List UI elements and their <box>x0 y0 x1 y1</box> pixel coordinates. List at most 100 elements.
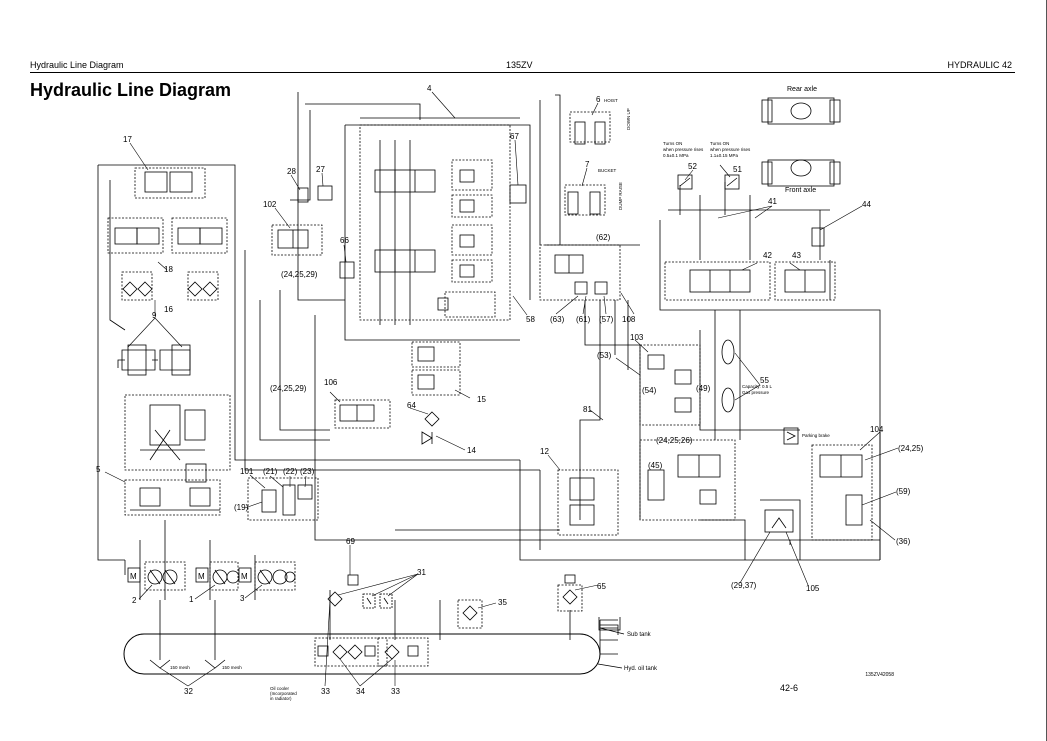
callout-33-a: 33 <box>321 687 330 696</box>
callout-32: 32 <box>184 687 193 696</box>
figure-reference: 135ZV42058 <box>865 672 894 678</box>
valves-102-106 <box>271 224 391 429</box>
callout-62: (62) <box>596 233 611 242</box>
callout-22: (22) <box>283 467 298 476</box>
pilot-unit-105 <box>764 509 794 533</box>
callout-12: 12 <box>540 447 549 456</box>
down-up-label: DOWN UP <box>626 108 631 130</box>
callout-24-25-29-a: (24,25,29) <box>281 270 318 279</box>
callout-14: 14 <box>467 446 476 455</box>
check-valves <box>421 411 440 445</box>
callout-24-25-29-b: (24,25,29) <box>270 384 307 393</box>
valve-15 <box>411 341 461 396</box>
accumulator-gas: Gas pressure <box>742 390 770 395</box>
callout-28: 28 <box>287 167 296 176</box>
callout-52: 52 <box>688 162 697 171</box>
callout-41: 41 <box>768 197 777 206</box>
callout-53: (53) <box>597 351 612 360</box>
callout-42: 42 <box>763 251 772 260</box>
pump-group <box>127 561 296 591</box>
hyd-oil-tank-label: Hyd. oil tank <box>624 666 658 672</box>
valve-group-101 <box>247 477 319 521</box>
page-title: Hydraulic Line Diagram <box>30 80 232 100</box>
pressure-switches <box>677 174 740 190</box>
callout-101: 101 <box>240 467 254 476</box>
callout-54: (54) <box>642 386 657 395</box>
mesh-left-label: 150 mesh <box>170 665 190 670</box>
callout-15: 15 <box>477 395 486 404</box>
block-12 <box>557 469 619 536</box>
main-control-valve <box>359 124 511 321</box>
callout-3: 3 <box>240 594 245 603</box>
solenoid-block-62 <box>539 244 621 301</box>
turns-on-label-2: Turns ON <box>710 141 729 146</box>
callout-31: 31 <box>417 568 426 577</box>
callout-63: (63) <box>550 315 565 324</box>
callout-6: 6 <box>596 95 601 104</box>
motor-label-1: M <box>130 572 137 581</box>
hoist-bucket-cylinders <box>564 111 611 216</box>
callout-57: (57) <box>599 315 614 324</box>
when-pressure-label-1: when pressure rises <box>663 147 704 152</box>
callout-102: 102 <box>263 200 277 209</box>
callout-49: (49) <box>696 384 711 393</box>
valves-42-43 <box>664 227 836 301</box>
callout-23: (23) <box>300 467 315 476</box>
callout-81: 81 <box>583 405 592 414</box>
front-axle-label: Front axle <box>785 187 816 194</box>
hyd-oil-tank <box>123 633 618 675</box>
callout-19: (19) <box>234 503 249 512</box>
callout-43: 43 <box>792 251 801 260</box>
callout-58: 58 <box>526 315 535 324</box>
callout-106: 106 <box>324 378 338 387</box>
callout-67: 67 <box>510 132 519 141</box>
callout-4: 4 <box>427 84 432 93</box>
callout-16: 16 <box>164 305 173 314</box>
header-left: Hydraulic Line Diagram <box>30 60 124 70</box>
callout-59: (59) <box>896 487 911 496</box>
callout-9: 9 <box>152 311 157 320</box>
callout-17: 17 <box>123 135 132 144</box>
oil-cooler-label: Oil cooler <box>270 686 290 691</box>
callout-27: 27 <box>316 165 325 174</box>
sub-tank-label: Sub tank <box>627 632 652 638</box>
callout-104: 104 <box>870 425 884 434</box>
block-104 <box>811 444 873 541</box>
header-center: 135ZV <box>506 60 533 70</box>
callout-66: 66 <box>340 236 349 245</box>
page-number: 42-6 <box>780 683 799 693</box>
turns-on-label-1: Turns ON <box>663 141 682 146</box>
callout-61: (61) <box>576 315 591 324</box>
left-lower-block <box>124 394 231 516</box>
callout-2: 2 <box>132 596 137 605</box>
axles <box>761 97 841 187</box>
mesh-right-label: 150 mesh <box>222 665 242 670</box>
callout-36: (36) <box>896 537 911 546</box>
press-51-label: 1.1±0.15 MPa <box>710 153 738 158</box>
callout-18: 18 <box>164 265 173 274</box>
header-right: HYDRAULIC 42 <box>947 60 1012 70</box>
callout-103: 103 <box>630 333 644 342</box>
accumulator-block-103 <box>639 339 735 426</box>
motor-label-3: M <box>241 572 248 581</box>
callout-33-b: 33 <box>391 687 400 696</box>
header-rule <box>30 72 1015 73</box>
filters-35-65 <box>457 574 583 629</box>
callout-65: 65 <box>597 582 606 591</box>
motor-label-2: M <box>198 572 205 581</box>
dump-raise-label: DUMP RAISE <box>618 182 623 210</box>
callout-44: 44 <box>862 200 871 209</box>
callout-24-25-26: (24,25,26) <box>656 436 693 445</box>
leader-lines <box>104 91 899 687</box>
callout-21: (21) <box>263 467 278 476</box>
sub-tank <box>598 617 621 631</box>
callout-29-37: (29,37) <box>731 581 757 590</box>
steering-valves <box>107 167 228 376</box>
bucket-label: BUCKET <box>598 168 617 173</box>
oil-cooler-sub2: in radiator) <box>270 696 292 701</box>
callout-24-25: (24,25) <box>898 444 924 453</box>
callout-35: 35 <box>498 598 507 607</box>
callout-45: (45) <box>648 461 663 470</box>
callout-7: 7 <box>585 160 590 169</box>
